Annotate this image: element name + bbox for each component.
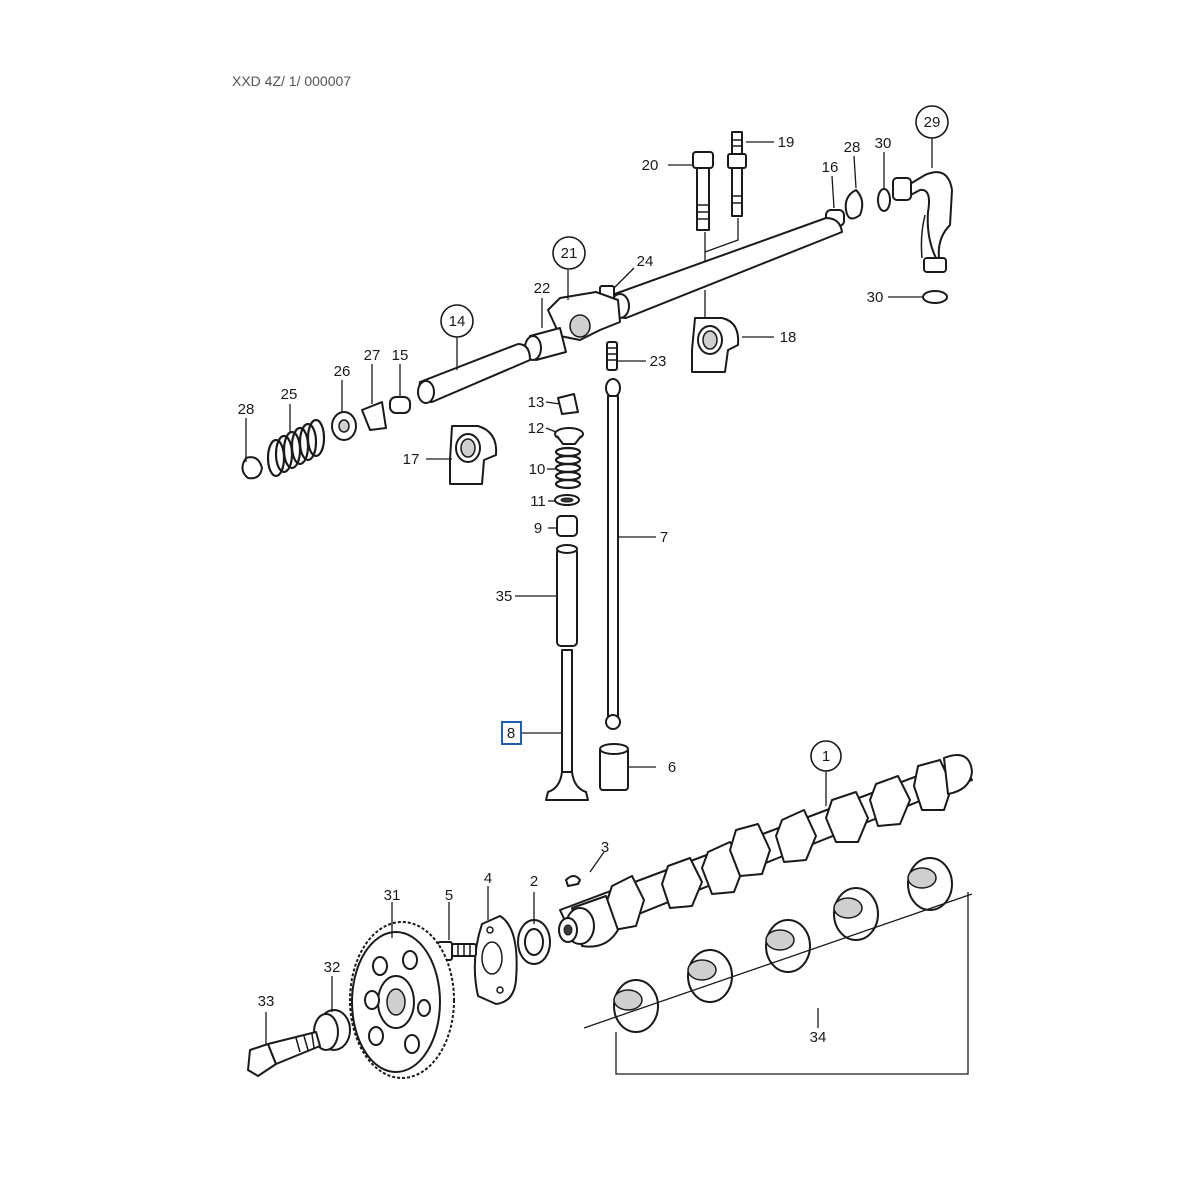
- bearing-shell-4: [833, 887, 879, 941]
- bearing-shell-1: [613, 979, 659, 1033]
- callout-13[interactable]: 13: [528, 394, 545, 411]
- part-25-spring: [266, 418, 326, 478]
- callout-31[interactable]: 31: [384, 887, 401, 904]
- part-35-valve-guide: [556, 544, 578, 647]
- bearing-shell-3: [765, 919, 811, 973]
- part-18-bracket: [691, 317, 740, 373]
- callout-1[interactable]: 1: [810, 740, 842, 772]
- part-28-circlip-left: [241, 456, 263, 480]
- part-23-adjusting-screw: [606, 341, 618, 371]
- callout-2[interactable]: 2: [530, 873, 538, 890]
- part-4-thrust-plate: [473, 915, 518, 1005]
- callout-14[interactable]: 14: [440, 304, 474, 338]
- part-34-camshaft-bearings: [583, 857, 973, 1075]
- part-30-o-ring-lower: [922, 290, 948, 304]
- camshaft-front-journal: [558, 895, 619, 948]
- part-29-oil-pipe: [892, 171, 953, 273]
- part-3-woodruff-key: [565, 875, 581, 887]
- callout-15[interactable]: 15: [392, 347, 409, 364]
- callout-21[interactable]: 21: [552, 236, 586, 270]
- part-8-valve: [545, 649, 589, 801]
- callout-8-highlighted[interactable]: 8: [501, 721, 522, 745]
- part-17-bracket: [449, 425, 498, 485]
- drawing-reference: XXD 4Z/ 1/ 000007: [232, 73, 351, 89]
- part-20-bolt: [692, 151, 714, 231]
- part-22-bushing: [524, 327, 567, 361]
- callout-30-upper[interactable]: 30: [875, 135, 892, 152]
- callout-12[interactable]: 12: [528, 420, 545, 437]
- part-30-o-ring-upper: [877, 188, 891, 212]
- part-10-valve-spring: [554, 446, 582, 490]
- callout-5[interactable]: 5: [445, 887, 453, 904]
- part-27-thrust-washer: [361, 401, 387, 431]
- callout-14-text: 14: [449, 313, 466, 330]
- callout-11[interactable]: 11: [530, 493, 546, 510]
- callout-labels: 1 2 3 4 5 6 7 8 9 10 11 12 13 14 15 16 1…: [238, 105, 949, 1046]
- callout-24[interactable]: 24: [637, 253, 654, 270]
- part-12-spring-retainer: [554, 427, 584, 445]
- callout-4[interactable]: 4: [484, 870, 492, 887]
- callout-26[interactable]: 26: [334, 363, 351, 380]
- part-2-seal-ring: [517, 919, 551, 965]
- callout-35[interactable]: 35: [496, 588, 513, 605]
- callout-1-text: 1: [822, 748, 830, 765]
- part-21-rocker-arm: [547, 291, 621, 341]
- part-26-washer: [331, 411, 357, 441]
- bearing-shell-2: [687, 949, 733, 1003]
- callout-7[interactable]: 7: [660, 529, 668, 546]
- callout-10[interactable]: 10: [529, 461, 546, 478]
- callout-21-text: 21: [561, 245, 578, 262]
- callout-20[interactable]: 20: [642, 157, 659, 174]
- callout-32[interactable]: 32: [324, 959, 341, 976]
- callout-33[interactable]: 33: [258, 993, 275, 1010]
- bolt-centerlines: [704, 218, 739, 262]
- part-14-short-shaft: [417, 343, 531, 404]
- callout-28-left[interactable]: 28: [238, 401, 255, 418]
- leader-lines: [245, 136, 933, 1044]
- part-9-valve-seal: [556, 515, 578, 537]
- callout-22[interactable]: 22: [534, 280, 551, 297]
- callout-29-text: 29: [924, 114, 941, 131]
- callout-9[interactable]: 9: [534, 520, 542, 537]
- callout-27[interactable]: 27: [364, 347, 381, 364]
- callout-30-lower[interactable]: 30: [867, 289, 884, 306]
- callout-18[interactable]: 18: [780, 329, 797, 346]
- part-11-spring-seat: [554, 494, 580, 506]
- callout-8-text: 8: [507, 725, 515, 742]
- bearing-shell-5: [907, 857, 953, 911]
- callout-34[interactable]: 34: [810, 1029, 827, 1046]
- part-31-camshaft-gear: [349, 921, 455, 1079]
- part-7-pushrod: [605, 378, 621, 730]
- callout-28-right[interactable]: 28: [844, 139, 861, 156]
- part-1-camshaft: [558, 754, 973, 948]
- part-6-tappet: [599, 743, 629, 791]
- part-32-washer: [313, 1009, 351, 1051]
- callout-3[interactable]: 3: [601, 839, 609, 856]
- part-33-bolt: [247, 1031, 321, 1077]
- callout-23[interactable]: 23: [650, 353, 667, 370]
- part-28-circlip-right: [844, 189, 864, 220]
- callout-17[interactable]: 17: [403, 451, 420, 468]
- part-13-valve-keepers: [557, 393, 579, 415]
- part-15-spacer: [389, 396, 411, 414]
- callout-25[interactable]: 25: [281, 386, 298, 403]
- callout-29[interactable]: 29: [915, 105, 949, 139]
- callout-16[interactable]: 16: [822, 159, 839, 176]
- callout-19[interactable]: 19: [778, 134, 795, 151]
- part-19-stud: [727, 131, 747, 217]
- callout-6[interactable]: 6: [668, 759, 676, 776]
